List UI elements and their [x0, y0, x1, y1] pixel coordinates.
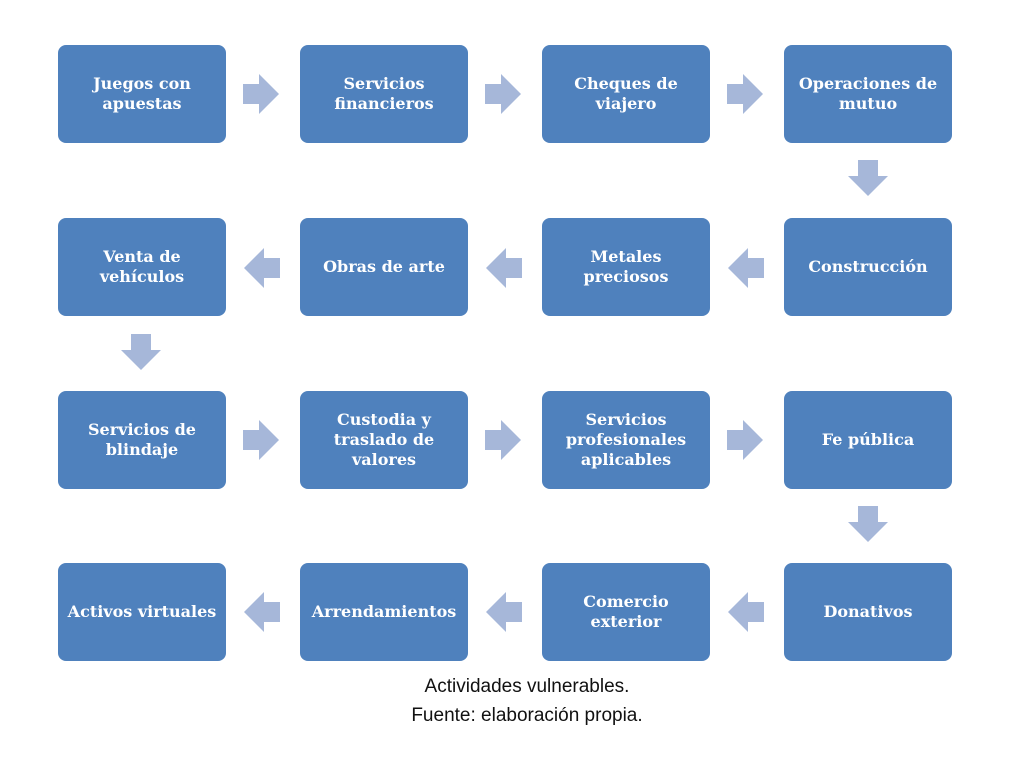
process-box-metales-preciosos: Metales preciosos: [542, 218, 710, 316]
down-arrow-icon: [848, 160, 888, 196]
right-arrow-icon: [727, 74, 763, 114]
process-box-fe-publica: Fe pública: [784, 391, 952, 489]
right-arrow-icon: [243, 74, 279, 114]
process-box-servicios-financieros: Servicios financieros: [300, 45, 468, 143]
process-box-arrendamientos: Arrendamientos: [300, 563, 468, 661]
right-arrow-icon: [727, 420, 763, 460]
process-box-construccion: Construcción: [784, 218, 952, 316]
down-arrow-icon: [848, 506, 888, 542]
left-arrow-icon: [244, 592, 280, 632]
process-box-servicios-profesionales: Servicios profesionales aplicables: [542, 391, 710, 489]
process-box-custodia-y-traslado: Custodia y traslado de valores: [300, 391, 468, 489]
process-box-juegos-con-apuestas: Juegos con apuestas: [58, 45, 226, 143]
left-arrow-icon: [244, 248, 280, 288]
process-box-cheques-de-viajero: Cheques de viajero: [542, 45, 710, 143]
right-arrow-icon: [485, 74, 521, 114]
process-box-servicios-de-blindaje: Servicios de blindaje: [58, 391, 226, 489]
process-box-donativos: Donativos: [784, 563, 952, 661]
process-box-activos-virtuales: Activos virtuales: [58, 563, 226, 661]
left-arrow-icon: [728, 592, 764, 632]
down-arrow-icon: [121, 334, 161, 370]
right-arrow-icon: [243, 420, 279, 460]
process-box-operaciones-de-mutuo: Operaciones de mutuo: [784, 45, 952, 143]
figure-caption-source: Fuente: elaboración propia.: [411, 705, 643, 726]
left-arrow-icon: [486, 592, 522, 632]
figure-caption-title: Actividades vulnerables.: [424, 676, 630, 697]
process-box-comercio-exterior: Comercio exterior: [542, 563, 710, 661]
left-arrow-icon: [486, 248, 522, 288]
process-box-obras-de-arte: Obras de arte: [300, 218, 468, 316]
right-arrow-icon: [485, 420, 521, 460]
process-box-venta-de-vehiculos: Venta de vehículos: [58, 218, 226, 316]
left-arrow-icon: [728, 248, 764, 288]
